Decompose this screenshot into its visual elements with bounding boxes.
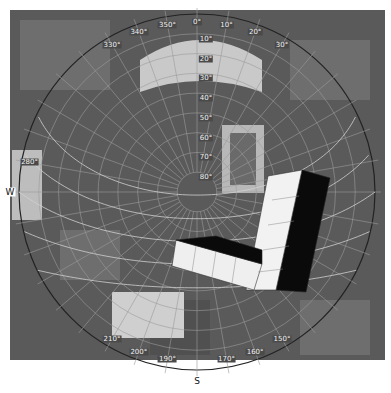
altitude-label: 30° [199, 75, 213, 82]
azimuth-label: 350° [158, 21, 177, 28]
altitude-label: 40° [199, 95, 213, 102]
azimuth-label: 20° [248, 29, 262, 36]
azimuth-line [16, 195, 178, 224]
azimuth-label: 330° [103, 41, 122, 48]
azimuth-line [134, 19, 190, 173]
azimuth-line [197, 8, 198, 172]
l-shaped-building [172, 170, 330, 292]
azimuth-label: 170° [217, 356, 236, 363]
altitude-label: 80° [199, 174, 213, 181]
azimuth-label: 200° [129, 348, 148, 355]
azimuth-line [56, 74, 182, 180]
azimuth-label: 280° [20, 159, 39, 166]
azimuth-label: 340° [129, 29, 148, 36]
azimuth-label: 30° [275, 41, 289, 48]
altitude-label: 60° [199, 134, 213, 141]
altitude-label: 10° [199, 35, 213, 42]
azimuth-line [197, 212, 198, 376]
left-building [12, 150, 42, 220]
azimuth-line [200, 211, 229, 373]
azimuth-label: 10° [219, 21, 233, 28]
azimuth-line [38, 202, 180, 284]
azimuth-line [24, 199, 178, 255]
azimuth-line [105, 33, 187, 175]
stadium-roof [140, 40, 262, 92]
aerial-photo [10, 10, 385, 360]
azimuth-label: 190° [158, 356, 177, 363]
sun-chart-grid [13, 8, 381, 376]
azimuth-line [13, 192, 177, 193]
altitude-label: 50° [199, 114, 213, 121]
azimuth-label: 160° [246, 348, 265, 355]
courtyard-building [222, 125, 264, 193]
azimuth-line [16, 160, 178, 189]
azimuth-label: W [5, 188, 16, 197]
azimuth-line [38, 100, 180, 182]
azimuth-line [214, 100, 356, 182]
azimuth-line [207, 33, 289, 175]
altitude-label: 20° [199, 55, 213, 62]
azimuth-label: 210° [103, 336, 122, 343]
altitude-ring [177, 172, 217, 212]
azimuth-line [165, 211, 194, 373]
azimuth-line [79, 207, 185, 333]
azimuth-label: S [193, 377, 201, 386]
azimuth-label: 0° [192, 19, 202, 26]
azimuth-label: 150° [273, 336, 292, 343]
azimuth-line [210, 51, 316, 177]
azimuth-line [105, 209, 187, 351]
azimuth-line [165, 11, 194, 173]
altitude-label: 70° [199, 154, 213, 161]
bottom-building [112, 292, 184, 338]
photo-patches [20, 20, 370, 355]
